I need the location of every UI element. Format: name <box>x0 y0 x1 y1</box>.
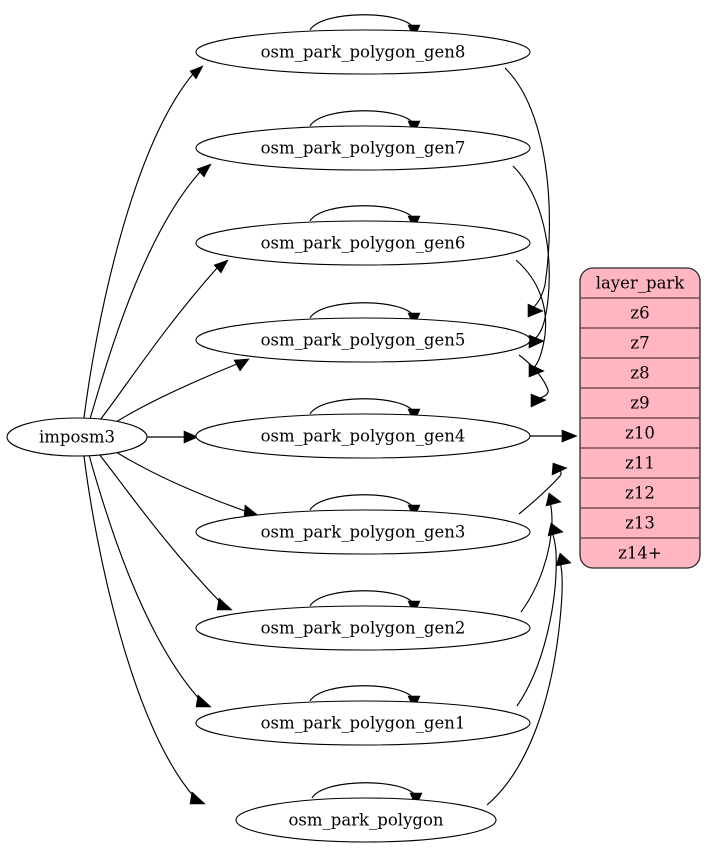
self-loop-gen2 <box>309 590 415 607</box>
node-imposm3[interactable]: imposm3 <box>6 417 148 457</box>
edge-imposm3-to-gen1 <box>88 454 202 702</box>
node-gen1[interactable]: osm_park_polygon_gen1 <box>195 700 531 746</box>
node-gen7-label: osm_park_polygon_gen7 <box>261 139 466 158</box>
edge-imposm3-to-gen3 <box>115 451 249 513</box>
edge-imposm3-to-gen5 <box>115 363 238 423</box>
edge-gen2-to-z12 <box>520 499 553 613</box>
table-row-z10[interactable]: z10 <box>625 424 655 443</box>
arrowhead-gen4 <box>183 430 199 444</box>
node-gen1-label: osm_park_polygon_gen1 <box>261 714 466 733</box>
arrowhead-gen2 <box>216 597 233 611</box>
node-gen5-shape[interactable] <box>195 317 531 363</box>
edges-source-to-nodes <box>83 65 260 805</box>
node-gen7-shape[interactable] <box>195 125 531 171</box>
node-gen4-label: osm_park_polygon_gen4 <box>261 427 466 446</box>
self-loop-base <box>311 782 417 799</box>
node-gen4-shape[interactable] <box>195 413 531 459</box>
arrowhead-z13 <box>547 522 564 537</box>
node-gen3-label: osm_park_polygon_gen3 <box>261 523 466 542</box>
arrowhead-gen1 <box>195 694 212 708</box>
edge-base-to-z14 <box>486 559 563 806</box>
edge-gen3-to-z11 <box>518 468 562 515</box>
self-loop-gen6 <box>309 205 415 222</box>
self-loop-gen8 <box>309 14 415 31</box>
arrowhead-z14 <box>555 552 572 567</box>
edge-imposm3-to-gen6 <box>99 267 218 421</box>
edge-imposm3-to-gen8 <box>83 73 194 419</box>
arrowhead-base <box>189 791 206 805</box>
node-gen7[interactable]: osm_park_polygon_gen7 <box>195 125 531 171</box>
node-gen6[interactable]: osm_park_polygon_gen6 <box>195 220 531 266</box>
table-row-z14plus[interactable]: z14+ <box>618 544 662 563</box>
arrowhead-z6 <box>527 303 544 318</box>
node-gen2[interactable]: osm_park_polygon_gen2 <box>195 605 531 651</box>
edge-gen5-to-z9 <box>518 354 549 401</box>
arrowhead-gen7 <box>196 163 212 178</box>
edge-gen8-to-z6 <box>504 67 551 311</box>
edge-gen7-to-z7 <box>512 165 550 342</box>
self-loop-gen1 <box>309 685 415 702</box>
self-loop-gen7 <box>309 110 415 127</box>
arrowhead-gen5 <box>233 358 250 372</box>
node-base[interactable]: osm_park_polygon <box>235 797 497 843</box>
edge-gen1-to-z13 <box>516 529 557 707</box>
node-gen3-shape[interactable] <box>195 509 531 555</box>
node-gen8-label: osm_park_polygon_gen8 <box>261 43 466 62</box>
table-row-z12[interactable]: z12 <box>625 484 655 503</box>
edge-imposm3-to-gen7 <box>89 171 201 420</box>
arrowhead-z11 <box>551 462 568 476</box>
self-loop-gen5 <box>309 302 415 319</box>
table-row-z6[interactable]: z6 <box>630 304 649 323</box>
table-row-z11[interactable]: z11 <box>625 454 655 473</box>
node-base-label: osm_park_polygon <box>288 811 443 830</box>
node-gen1-shape[interactable] <box>195 700 531 746</box>
edge-imposm3-to-gen2 <box>98 453 223 605</box>
arrowhead-gen8 <box>189 65 204 80</box>
node-gen5[interactable]: osm_park_polygon_gen5 <box>195 317 531 363</box>
table-row-z9[interactable]: z9 <box>630 394 649 413</box>
node-gen4[interactable]: osm_park_polygon_gen4 <box>195 413 531 459</box>
node-base-shape[interactable] <box>235 797 497 843</box>
node-gen8[interactable]: osm_park_polygon_gen8 <box>195 29 531 75</box>
node-gen8-shape[interactable] <box>195 29 531 75</box>
table-row-z13[interactable]: z13 <box>625 514 655 533</box>
table-row-z7[interactable]: z7 <box>630 334 649 353</box>
node-imposm3-label: imposm3 <box>39 428 115 447</box>
node-layer-park-table[interactable]: layer_park z6 z7 z8 z9 z10 z11 z12 z13 z… <box>579 267 701 569</box>
table-row-z8[interactable]: z8 <box>630 364 649 383</box>
arrowhead-z9 <box>530 393 547 408</box>
arrowhead-z12 <box>545 492 562 507</box>
edge-imposm3-to-base <box>83 455 196 799</box>
arrowhead-gen6 <box>213 259 229 274</box>
node-imposm3-shape[interactable] <box>6 417 148 457</box>
arrowhead-z10 <box>561 429 578 443</box>
node-gen5-label: osm_park_polygon_gen5 <box>261 331 466 350</box>
self-loop-gen3 <box>309 494 415 511</box>
node-gen6-label: osm_park_polygon_gen6 <box>261 234 466 253</box>
edge-gen6-to-z8 <box>515 259 547 371</box>
node-gen2-shape[interactable] <box>195 605 531 651</box>
node-gen2-label: osm_park_polygon_gen2 <box>261 619 466 638</box>
self-loop-gen4 <box>309 398 415 415</box>
node-gen6-shape[interactable] <box>195 220 531 266</box>
node-gen3[interactable]: osm_park_polygon_gen3 <box>195 509 531 555</box>
table-header-label: layer_park <box>596 274 686 293</box>
